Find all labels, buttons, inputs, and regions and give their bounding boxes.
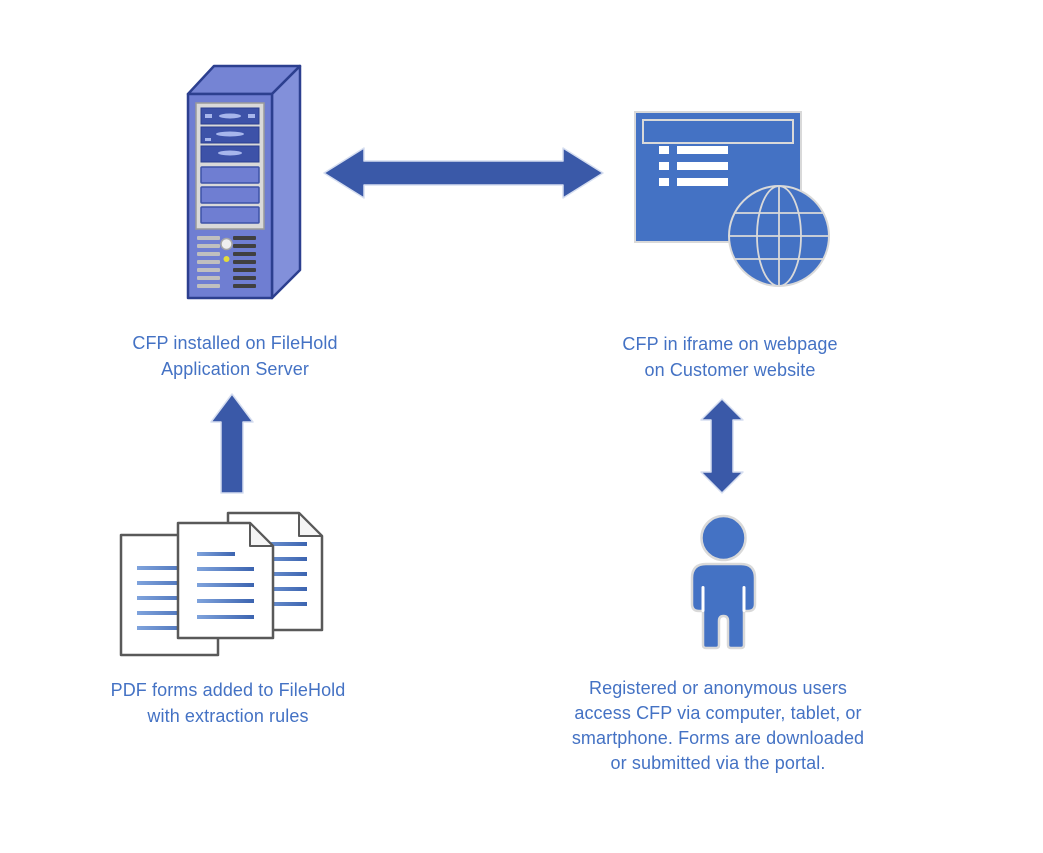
webpage-list bbox=[659, 146, 728, 186]
server-caption-line1: CFP installed on FileHold bbox=[132, 333, 338, 353]
webpage-caption-line2: on Customer website bbox=[644, 360, 816, 380]
server-vents bbox=[197, 236, 256, 288]
webpage-caption-line1: CFP in iframe on webpage bbox=[622, 334, 838, 354]
webpage-user-arrow bbox=[700, 398, 744, 494]
person-icon bbox=[690, 514, 757, 650]
webpage-titlebar bbox=[642, 119, 794, 144]
users-caption-line4: or submitted via the portal. bbox=[610, 753, 826, 773]
server-icon bbox=[186, 64, 302, 300]
users-caption-line3: smartphone. Forms are downloaded bbox=[571, 728, 865, 748]
person-head bbox=[700, 514, 747, 562]
webpage-caption: CFP in iframe on webpage on Customer web… bbox=[555, 331, 905, 383]
documents-caption-line2: with extraction rules bbox=[147, 706, 309, 726]
documents-caption-line1: PDF forms added to FileHold bbox=[110, 680, 346, 700]
server-webpage-arrow bbox=[323, 147, 604, 199]
users-caption: Registered or anonymous users access CFP… bbox=[518, 676, 918, 776]
documents-caption: PDF forms added to FileHold with extract… bbox=[55, 677, 401, 729]
server-power-knob bbox=[220, 237, 233, 251]
person-body bbox=[690, 562, 757, 650]
server-caption-line2: Application Server bbox=[161, 359, 309, 379]
users-caption-line1: Registered or anonymous users bbox=[588, 678, 848, 698]
documents-to-server-arrow bbox=[210, 393, 254, 494]
users-caption-line2: access CFP via computer, tablet, or bbox=[574, 703, 862, 723]
documents-icon bbox=[119, 511, 324, 657]
webpage-globe-icon bbox=[634, 111, 830, 287]
document-page-front bbox=[176, 521, 275, 640]
globe-icon bbox=[728, 185, 830, 287]
server-caption: CFP installed on FileHold Application Se… bbox=[62, 330, 408, 382]
server-drive-bays bbox=[200, 107, 260, 224]
server-led bbox=[223, 256, 230, 262]
